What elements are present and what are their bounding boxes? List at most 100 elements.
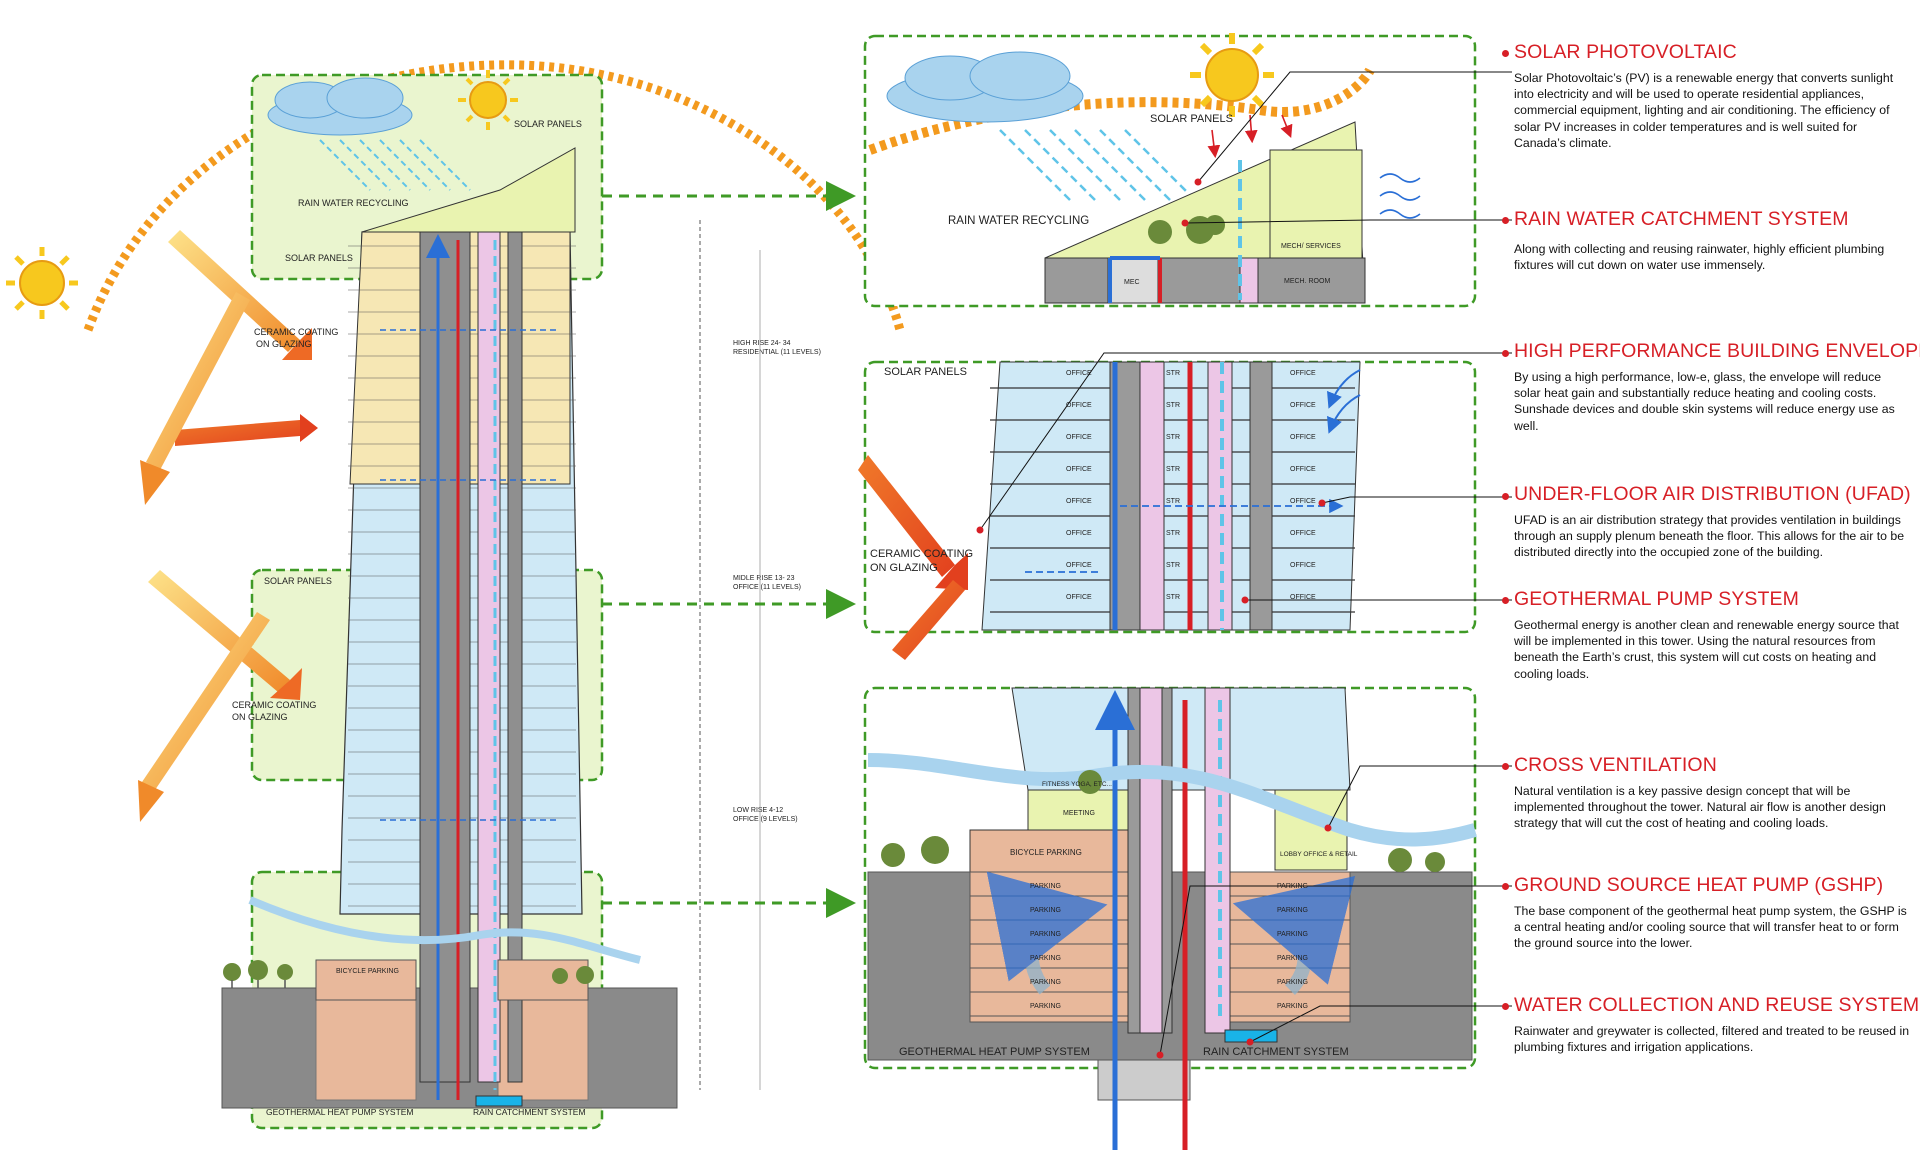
tower-core: [477, 231, 501, 1083]
annotation-cross-ventilation: CROSS VENTILATION Natural ventilation is…: [1514, 754, 1910, 832]
label-office: OFFICE: [1290, 562, 1316, 569]
airflow-arrows: [1379, 173, 1421, 219]
label-office: OFFICE: [1066, 434, 1092, 441]
rain-catchment-tank: [475, 1095, 523, 1107]
annotation-body: Along with collecting and reusing rainwa…: [1514, 242, 1885, 273]
label-str: STR: [1166, 434, 1180, 441]
annotation-bullet: [1502, 883, 1509, 890]
rain-icon: [999, 129, 1196, 201]
label-mec: MEC: [1124, 279, 1140, 286]
annotation-gshp: GROUND SOURCE HEAT PUMP (GSHP) The base …: [1514, 874, 1910, 952]
label-bicycle-parking: BICYCLE PARKING: [1010, 848, 1082, 857]
label-str: STR: [1166, 370, 1180, 377]
annotation-bullet: [1502, 763, 1509, 770]
label-parking: PARKING: [1030, 979, 1061, 986]
solar-ray-arrows: [892, 580, 965, 660]
label-ceramic-coating: ON GLAZING: [232, 712, 288, 722]
annotation-body: UFAD is an air distribution strategy tha…: [1514, 513, 1905, 560]
annotation-bullet: [1502, 217, 1509, 224]
ufad-lines: [1025, 498, 1344, 573]
label-bicycle-parking: BICYCLE PARKING: [336, 968, 399, 975]
meeting-room: [1027, 789, 1129, 831]
label-geothermal: GEOTHERMAL HEAT PUMP SYSTEM: [899, 1046, 1090, 1058]
zone-high-rise-detail: RESIDENTIAL (11 LEVELS): [733, 349, 821, 356]
annotation-title: CROSS VENTILATION: [1514, 754, 1717, 776]
label-solar-panels: SOLAR PANELS: [264, 576, 332, 586]
annotation-body: Solar Photovoltaic’s (PV) is a renewable…: [1514, 71, 1894, 150]
rain-icon: [319, 139, 471, 191]
annotation-bullet: [1502, 493, 1509, 500]
tower-core: [1139, 361, 1165, 631]
airflow-arrows: [1327, 369, 1361, 434]
label-parking: PARKING: [1030, 907, 1061, 914]
sun-icon: [1190, 33, 1274, 117]
label-parking: PARKING: [1277, 955, 1308, 962]
tower-core: [1139, 687, 1163, 1034]
label-office: OFFICE: [1066, 498, 1092, 505]
annotation-bullet: [1502, 350, 1509, 357]
roof-floor-plate: [1044, 257, 1366, 304]
label-mech-services: MECH/ SERVICES: [1281, 243, 1341, 250]
parking-labels: PARKING PARKING PARKING PARKING PARKING PARKI…: [1030, 883, 1308, 1010]
label-meeting: MEETING: [1063, 810, 1095, 817]
office-floor-labels: OFFICE OFFICE STR OFFICE OFFICE STR OFFICE OFFI…: [1066, 370, 1316, 601]
label-solar-panels: SOLAR PANELS: [285, 253, 353, 263]
annotation-title: WATER COLLECTION AND REUSE SYSTEM: [1514, 994, 1920, 1016]
mec-room: [1107, 257, 1159, 304]
annotation-geothermal-pump: GEOTHERMAL PUMP SYSTEM Geothermal energy…: [1514, 588, 1910, 682]
cloud-icon: [267, 77, 413, 136]
annotation-title: UNDER-FLOOR AIR DISTRIBUTION (UFAD): [1514, 483, 1911, 505]
label-fitness: FITNESS YOGA, ETC...: [1042, 781, 1112, 788]
label-solar-panels: SOLAR PANELS: [514, 119, 582, 129]
annotation-title: SOLAR PHOTOVOLTAIC: [1514, 41, 1737, 63]
zone-low-rise: LOW RISE 4-12: [733, 807, 783, 814]
label-lobby: LOBBY OFFICE & RETAIL: [1280, 851, 1358, 858]
zone-low-rise-detail: OFFICE (9 LEVELS): [733, 816, 798, 823]
sun-icon: [6, 247, 78, 319]
annotation-bullet: [1502, 50, 1509, 57]
annotation-water-reuse: WATER COLLECTION AND REUSE SYSTEM Rainwa…: [1514, 994, 1920, 1055]
basement-parking: [315, 999, 417, 1101]
label-rain-water-recycling: RAIN WATER RECYCLING: [948, 215, 1089, 227]
annotation-body: Natural ventilation is a key passive des…: [1514, 784, 1886, 831]
mech-services-room: [1269, 149, 1363, 259]
label-rain-catchment: RAIN CATCHMENT SYSTEM: [1203, 1046, 1349, 1058]
label-office: OFFICE: [1066, 530, 1092, 537]
ufad-lines: [380, 329, 560, 821]
label-office: OFFICE: [1290, 498, 1316, 505]
solar-ray-arrows: [138, 230, 318, 822]
annotation-body: By using a high performance, low-e, glas…: [1514, 370, 1895, 433]
label-parking: PARKING: [1030, 1003, 1061, 1010]
annotation-building-envelope: HIGH PERFORMANCE BUILDING ENVELOPE By us…: [1514, 340, 1920, 434]
label-office: OFFICE: [1066, 562, 1092, 569]
label-office: OFFICE: [1066, 370, 1092, 377]
callout-dots: [976, 178, 1332, 1059]
sun-path-arc: [83, 60, 905, 332]
label-office: OFFICE: [1290, 594, 1316, 601]
bicycle-parking: [969, 829, 1129, 873]
label-office: OFFICE: [1066, 402, 1092, 409]
tower-core: [1239, 257, 1259, 304]
label-str: STR: [1166, 530, 1180, 537]
annotation-solar-photovoltaic: SOLAR PHOTOVOLTAIC Solar Photovoltaic’s …: [1514, 41, 1910, 151]
tower-core: [1249, 361, 1273, 631]
label-ceramic-coating: ON GLAZING: [870, 562, 938, 574]
geothermal-well: [1097, 1059, 1191, 1101]
annotation-ufad: UNDER-FLOOR AIR DISTRIBUTION (UFAD) UFAD…: [1514, 483, 1911, 561]
annotation-title: GROUND SOURCE HEAT PUMP (GSHP): [1514, 874, 1884, 896]
label-str: STR: [1166, 402, 1180, 409]
annotation-rain-water-catchment: RAIN WATER CATCHMENT SYSTEM Along with c…: [1514, 208, 1910, 273]
label-ceramic-coating: ON GLAZING: [256, 339, 312, 349]
sun-icon: [458, 70, 518, 130]
label-parking: PARKING: [1030, 883, 1061, 890]
zone-mid-rise-detail: OFFICE (11 LEVELS): [733, 584, 801, 591]
label-parking: PARKING: [1277, 1003, 1308, 1010]
label-rain-catchment: RAIN CATCHMENT SYSTEM: [473, 1107, 586, 1117]
office-floor-lines: [990, 387, 1355, 613]
label-ceramic-coating: CERAMIC COATING: [232, 700, 316, 710]
label-str: STR: [1166, 594, 1180, 601]
annotation-bullet: [1502, 1003, 1509, 1010]
tower-core: [1204, 687, 1231, 1034]
